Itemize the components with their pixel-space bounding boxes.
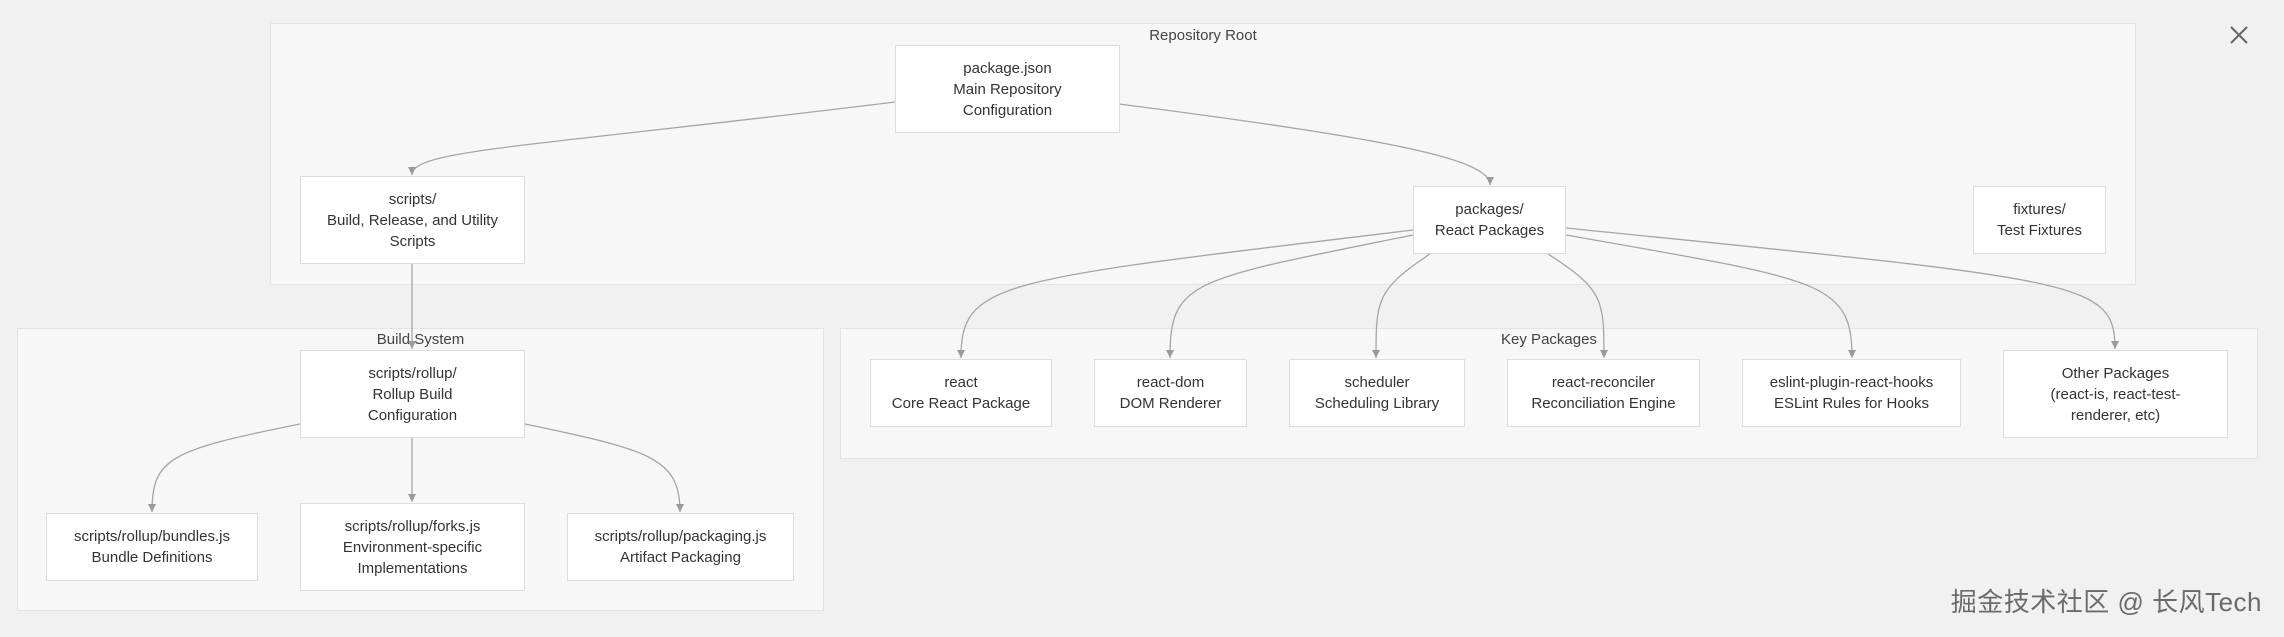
node-title: scripts/rollup/bundles.js xyxy=(74,528,230,545)
node-desc: Scripts xyxy=(389,232,436,250)
node-bundles[interactable]: scripts/rollup/bundles.js Bundle Definit… xyxy=(46,513,258,581)
group-label: Key Packages xyxy=(1501,331,1597,348)
node-title: scripts/rollup/forks.js xyxy=(344,517,481,535)
group-label: Build System xyxy=(376,331,465,348)
node-desc: DOM Renderer xyxy=(1119,395,1222,412)
node-other-packages[interactable]: Other Packages (react-is, react-test- re… xyxy=(2003,350,2228,438)
node-desc: Test Fixtures xyxy=(1996,222,2083,239)
node-title: react xyxy=(944,374,978,391)
node-title: scripts/rollup/ xyxy=(368,364,457,382)
group-repository-root: Repository Root xyxy=(270,23,2136,285)
node-react[interactable]: react Core React Package xyxy=(870,359,1052,427)
node-title: packages/ xyxy=(1455,201,1524,218)
node-title: eslint-plugin-react-hooks xyxy=(1769,374,1934,391)
node-title: scheduler xyxy=(1344,374,1410,391)
node-package-json[interactable]: package.json Main Repository Configurati… xyxy=(895,45,1120,133)
node-title: scripts/ xyxy=(388,190,437,208)
node-title: package.json xyxy=(963,59,1052,77)
node-title: fixtures/ xyxy=(2013,201,2066,218)
node-desc: React Packages xyxy=(1434,222,1545,239)
node-forks[interactable]: scripts/rollup/forks.js Environment-spec… xyxy=(300,503,525,591)
node-desc: Reconciliation Engine xyxy=(1531,395,1676,412)
node-react-reconciler[interactable]: react-reconciler Reconciliation Engine xyxy=(1507,359,1700,427)
node-desc: Core React Package xyxy=(891,395,1031,412)
node-title: scripts/rollup/packaging.js xyxy=(594,528,767,545)
close-icon xyxy=(2230,26,2248,44)
node-desc: renderer, etc) xyxy=(2070,406,2161,424)
node-react-dom[interactable]: react-dom DOM Renderer xyxy=(1094,359,1247,427)
node-title: Other Packages xyxy=(2061,364,2170,382)
node-desc: Environment-specific xyxy=(342,538,483,556)
node-desc: Main Repository xyxy=(953,80,1062,98)
node-desc: Scheduling Library xyxy=(1314,395,1440,412)
node-desc: ESLint Rules for Hooks xyxy=(1773,395,1930,412)
close-button[interactable] xyxy=(2224,20,2254,50)
node-scheduler[interactable]: scheduler Scheduling Library xyxy=(1289,359,1465,427)
watermark: 掘金技术社区 @ 长风Tech xyxy=(1950,587,2262,617)
node-desc: Rollup Build xyxy=(372,385,453,403)
group-label: Repository Root xyxy=(1149,27,1257,44)
node-desc: Build, Release, and Utility xyxy=(327,211,498,229)
node-packaging[interactable]: scripts/rollup/packaging.js Artifact Pac… xyxy=(567,513,794,581)
node-desc: (react-is, react-test- xyxy=(2050,385,2181,403)
node-desc: Bundle Definitions xyxy=(91,549,213,566)
node-title: react-dom xyxy=(1136,374,1205,391)
node-title: react-reconciler xyxy=(1551,374,1656,391)
node-eslint-plugin-react-hooks[interactable]: eslint-plugin-react-hooks ESLint Rules f… xyxy=(1742,359,1961,427)
node-scripts[interactable]: scripts/ Build, Release, and Utility Scr… xyxy=(300,176,525,264)
node-desc: Configuration xyxy=(367,406,458,424)
node-desc: Configuration xyxy=(962,101,1053,119)
node-rollup[interactable]: scripts/rollup/ Rollup Build Configurati… xyxy=(300,350,525,438)
node-packages[interactable]: packages/ React Packages xyxy=(1413,186,1566,254)
node-fixtures[interactable]: fixtures/ Test Fixtures xyxy=(1973,186,2106,254)
node-desc: Implementations xyxy=(357,559,468,577)
node-desc: Artifact Packaging xyxy=(620,549,741,566)
